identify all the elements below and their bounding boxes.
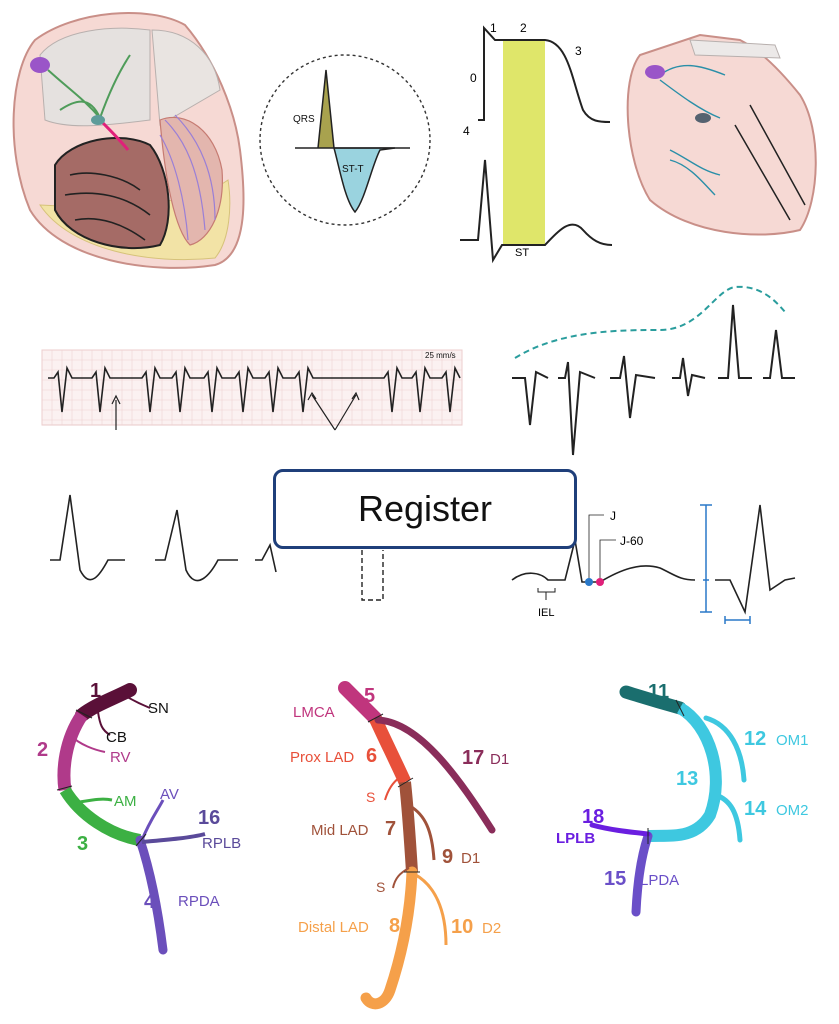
qrs-stt-circle: QRS ST-T xyxy=(259,54,431,226)
lad-d1-b: D1 xyxy=(461,850,480,867)
lad-seg-5: 5 xyxy=(364,685,375,707)
lcx-lplb: LPLB xyxy=(556,830,595,847)
j60-label: J-60 xyxy=(620,534,644,548)
phase-2-label: 2 xyxy=(520,21,527,35)
sa-node-icon xyxy=(30,57,50,73)
rca-sn: SN xyxy=(148,700,169,717)
lad-seg-6: 6 xyxy=(366,745,377,767)
st-label: ST xyxy=(515,247,529,259)
lcx-seg-18: 18 xyxy=(582,806,604,828)
lad-seg-17: 17 xyxy=(462,747,484,769)
heart-conduction-illustration xyxy=(12,12,245,269)
lad-d1-a: D1 xyxy=(490,751,509,768)
lad-diagram: 5 6 7 8 9 10 17 LMCA Prox LAD Mid LAD Di… xyxy=(290,681,509,1010)
precordial-progression xyxy=(512,285,795,456)
lad-mid: Mid LAD xyxy=(311,822,369,839)
rca-rplb: RPLB xyxy=(202,835,241,852)
lad-lmca: LMCA xyxy=(293,704,335,721)
heart-cross-section xyxy=(626,33,817,236)
lad-s1: S xyxy=(366,789,375,805)
lcx-seg-12: 12 xyxy=(744,728,766,750)
rca-seg-16: 16 xyxy=(198,807,220,829)
lad-d2: D2 xyxy=(482,920,501,937)
action-potential-diagram: 1 2 3 0 4 ST xyxy=(460,21,613,264)
lad-s2: S xyxy=(376,879,385,895)
lcx-seg-13: 13 xyxy=(676,768,698,790)
phase-4-label: 4 xyxy=(463,124,470,138)
rca-seg-2: 2 xyxy=(37,739,48,761)
phase-1-label: 1 xyxy=(490,21,497,35)
sa-node-icon-2 xyxy=(645,65,665,79)
st-waveforms: J J-60 IEL xyxy=(50,494,796,624)
lcx-om1: OM1 xyxy=(776,732,809,749)
lad-seg-8: 8 xyxy=(389,915,400,937)
stt-label: ST-T xyxy=(342,164,364,175)
rca-diagram: 1 2 3 4 16 SN CB RV AM AV RPLB RPDA xyxy=(37,680,241,955)
register-button[interactable]: Register xyxy=(273,469,577,549)
phase-3-label: 3 xyxy=(575,44,582,58)
lcx-om2: OM2 xyxy=(776,802,809,819)
rca-seg-1: 1 xyxy=(90,680,101,702)
lad-seg-10: 10 xyxy=(451,916,473,938)
lcx-lpda: LPDA xyxy=(640,872,679,889)
rhythm-strip: 25 mm/s xyxy=(41,349,463,431)
rca-am: AM xyxy=(114,793,137,810)
lcx-seg-15: 15 xyxy=(604,868,626,890)
rca-cb: CB xyxy=(106,729,127,746)
lcx-seg-11: 11 xyxy=(648,681,669,703)
lad-distal: Distal LAD xyxy=(298,919,369,936)
rca-rpda: RPDA xyxy=(178,893,220,910)
lad-prox: Prox LAD xyxy=(290,749,354,766)
av-node-icon-2 xyxy=(695,113,711,123)
lad-seg-9: 9 xyxy=(442,846,453,868)
av-node-icon xyxy=(91,115,105,125)
phase-0-label: 0 xyxy=(470,71,477,85)
speed-label: 25 mm/s xyxy=(425,351,456,360)
rca-av: AV xyxy=(160,786,179,803)
qrs-label: QRS xyxy=(293,114,315,125)
rca-seg-3: 3 xyxy=(77,833,88,855)
j-label: J xyxy=(610,509,616,523)
lad-seg-7: 7 xyxy=(385,818,396,840)
lcx-seg-14: 14 xyxy=(744,798,767,820)
lcx-diagram: 11 12 13 14 15 18 OM1 OM2 LPLB LPDA xyxy=(556,681,809,917)
rca-rv: RV xyxy=(110,749,131,766)
rca-seg-4: 4 xyxy=(144,891,156,913)
iel-label: IEL xyxy=(538,607,555,619)
